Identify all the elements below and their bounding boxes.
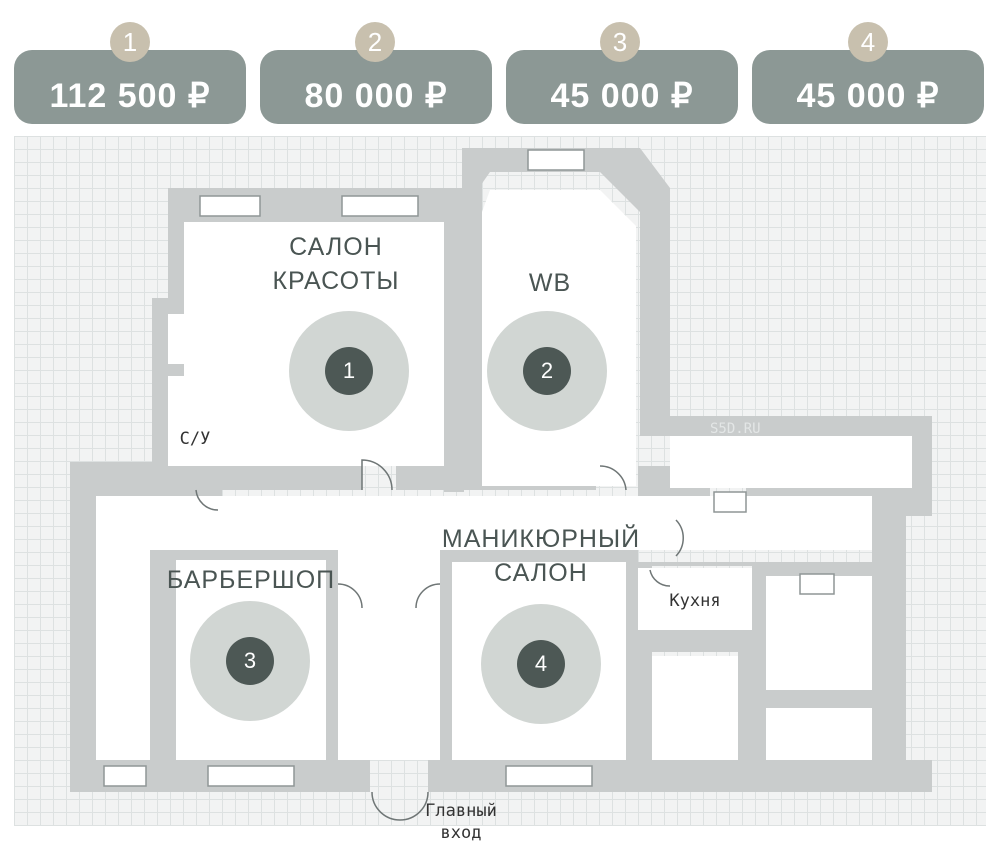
room-floor-hall — [338, 550, 440, 760]
room-floor-bathroom — [168, 376, 216, 466]
main-entrance-line2: вход — [440, 823, 482, 843]
price-number-badge-2: 2 — [355, 22, 395, 62]
door-arc — [599, 465, 627, 491]
window — [199, 195, 261, 217]
wall — [638, 562, 752, 566]
wall — [168, 188, 184, 300]
price-value-3: 45 000 ₽ — [550, 77, 694, 115]
room-floor-left — [96, 496, 150, 760]
kitchen-label: Кухня — [669, 591, 721, 611]
window — [103, 765, 147, 787]
wall — [150, 548, 334, 560]
price-value-1: 112 500 ₽ — [49, 77, 211, 115]
main-entrance-line1: Главный — [425, 801, 497, 821]
door-arc — [399, 791, 429, 821]
wall — [626, 550, 638, 760]
watermark-text: S5D.RU — [710, 421, 761, 437]
wall — [326, 548, 338, 760]
price-value-2: 80 000 ₽ — [304, 77, 448, 115]
door-arc — [371, 791, 401, 821]
wall — [640, 416, 932, 436]
room-floor-right-wing — [670, 436, 912, 488]
room-label-beauty-salon: САЛОН КРАСОТЫ — [256, 230, 416, 298]
window — [799, 573, 835, 595]
room-label-manicure-line1: МАНИКЮРНЫЙ — [441, 525, 641, 553]
wall — [638, 630, 766, 652]
wall — [752, 562, 872, 576]
room-label-manicure: МАНИКЮРНЫЙ САЛОН — [410, 522, 672, 590]
room-floor-right-top — [766, 576, 872, 690]
door-arc — [337, 583, 363, 609]
wall — [440, 550, 452, 760]
room-number-4: 4 — [517, 640, 565, 688]
wall — [222, 466, 362, 490]
door-arc — [195, 489, 219, 511]
window — [505, 765, 593, 787]
price-card-4: 45 000 ₽ — [752, 50, 984, 124]
window — [713, 491, 747, 513]
price-number-badge-4: 4 — [848, 22, 888, 62]
price-number-badge-1: 1 — [110, 22, 150, 62]
room-label-wb: WB — [528, 269, 572, 297]
window — [341, 195, 419, 217]
door-arc — [675, 519, 684, 557]
room-floor-kitchen — [638, 568, 752, 630]
main-entrance-label: Главный вход — [396, 800, 526, 844]
room-number-1: 1 — [325, 347, 373, 395]
wall — [440, 550, 628, 562]
window — [527, 149, 585, 171]
price-value-4: 45 000 ₽ — [796, 77, 940, 115]
room-number-2: 2 — [523, 347, 571, 395]
price-card-1: 112 500 ₽ — [14, 50, 246, 124]
room-label-barbershop: БАРБЕРШОП — [166, 566, 336, 594]
room-label-beauty-salon-line2: КРАСОТЫ — [272, 267, 400, 295]
wall — [428, 760, 932, 792]
wall — [444, 212, 464, 492]
price-card-3: 45 000 ₽ — [506, 50, 738, 124]
wall — [70, 462, 96, 792]
window — [207, 765, 295, 787]
wall — [752, 690, 872, 708]
wall — [462, 148, 482, 488]
room-number-3: 3 — [226, 637, 274, 685]
bathroom-label: С/У — [179, 429, 211, 449]
room-label-manicure-line2: САЛОН — [494, 559, 588, 587]
wall — [152, 298, 168, 466]
room-floor-storage — [652, 656, 738, 760]
wall — [872, 496, 906, 792]
wall — [912, 416, 932, 496]
door-arc — [649, 569, 671, 587]
door-arc — [415, 583, 441, 609]
room-floor-closet-top — [168, 314, 216, 364]
price-card-2: 80 000 ₽ — [260, 50, 492, 124]
room-floor-right-bottom — [766, 708, 872, 760]
price-number-badge-3: 3 — [600, 22, 640, 62]
room-label-beauty-salon-line1: САЛОН — [289, 233, 383, 261]
wall — [462, 148, 670, 430]
door-arc — [361, 459, 393, 491]
